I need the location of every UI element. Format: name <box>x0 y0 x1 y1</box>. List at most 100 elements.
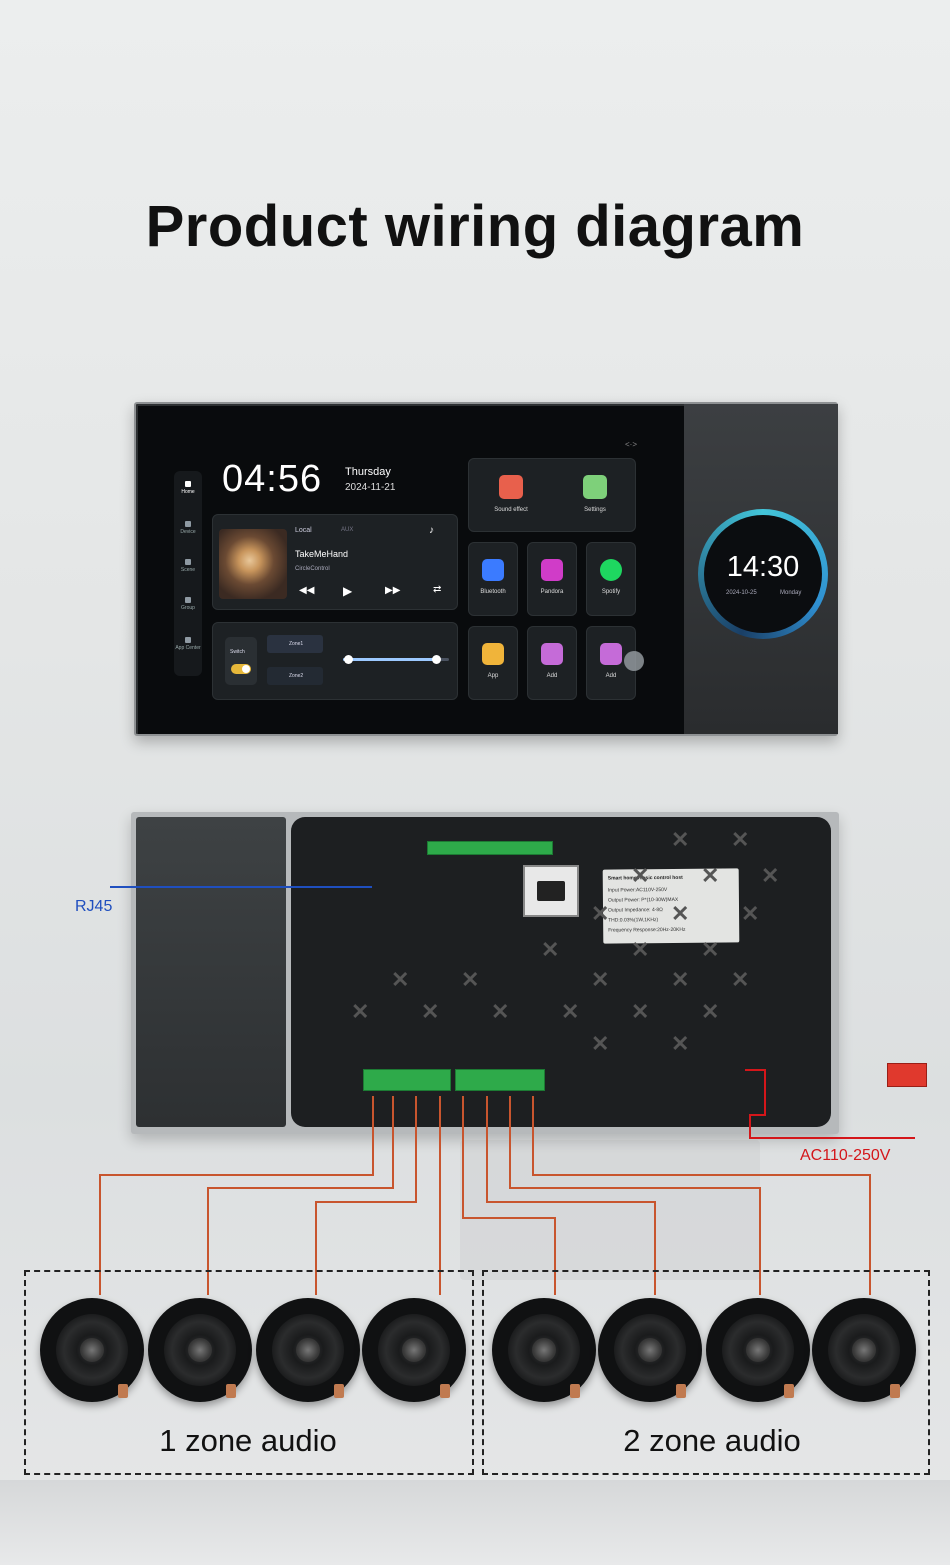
speaker <box>706 1298 810 1402</box>
nav-item-home[interactable]: Home <box>174 481 202 495</box>
vent-mark: ✕ <box>631 937 650 962</box>
vent-mark: ✕ <box>741 901 760 926</box>
rj45-label: RJ45 <box>75 898 113 915</box>
tile-spotify[interactable]: Spotify <box>586 542 636 616</box>
tile-label: Add <box>546 673 558 679</box>
app-center-icon <box>185 637 191 643</box>
rj45-port <box>523 865 579 917</box>
speaker-wire <box>99 1096 374 1295</box>
source-local[interactable]: Local <box>295 527 312 534</box>
zone1-terminal-block <box>363 1069 451 1091</box>
speaker-wire <box>532 1096 871 1295</box>
tile-pandora[interactable]: Pandora <box>527 542 577 616</box>
switch-label: Switch <box>230 649 245 655</box>
tile-label: Settings <box>584 507 606 513</box>
vent-mark: ✕ <box>671 967 690 992</box>
speaker <box>40 1298 144 1402</box>
song-title: TakeMeHand <box>295 549 349 559</box>
vent-mark: ✕ <box>701 863 720 888</box>
vent-mark: ✕ <box>671 1031 690 1056</box>
round-clock-display: 14:30 2024-10-25 Monday <box>698 509 828 639</box>
pandora-icon <box>541 559 563 581</box>
speaker <box>598 1298 702 1402</box>
add-icon <box>600 643 622 665</box>
back-panel: Smart home music control host Input Powe… <box>131 812 927 1134</box>
music-card[interactable]: Local AUX ♪ TakeMeHand CircleControl ◀◀ … <box>212 514 458 610</box>
nav-item-app-center[interactable]: App Center <box>174 637 202 651</box>
touch-screen: <·> Home Device Scene Group App Center 0… <box>138 406 684 734</box>
nav-item-device[interactable]: Device <box>174 521 202 535</box>
round-clock-date: 2024-10-25 <box>726 590 757 596</box>
screen-day: Thursday <box>345 466 391 478</box>
spotify-icon <box>600 559 622 581</box>
repeat-icon[interactable]: ⇄ <box>433 584 442 595</box>
previous-icon[interactable]: ◀◀ <box>299 585 315 596</box>
ac-line <box>745 1069 915 1139</box>
scene-icon <box>185 559 191 565</box>
tile-sound-effect[interactable]: Sound effect <box>469 459 553 533</box>
play-icon[interactable]: ▶ <box>343 584 353 598</box>
vent-mark: ✕ <box>591 967 610 992</box>
top-terminal-block <box>427 841 553 855</box>
speaker-wire <box>315 1096 417 1295</box>
vent-mark: ✕ <box>761 863 780 888</box>
front-panel: <·> Home Device Scene Group App Center 0… <box>134 402 838 736</box>
group-icon <box>185 597 191 603</box>
screen-date: 2024-11-21 <box>345 482 396 493</box>
switch-box[interactable]: Switch <box>225 637 257 685</box>
speaker-wire <box>207 1096 394 1295</box>
tile-label: Bluetooth <box>480 589 506 595</box>
vent-mark: ✕ <box>671 827 690 852</box>
sound-effect-icon <box>499 475 523 499</box>
vent-mark: ✕ <box>541 937 560 962</box>
floating-assist-button[interactable] <box>624 651 644 671</box>
diagram-title: Product wiring diagram <box>145 194 805 259</box>
vent-mark: ✕ <box>631 863 650 888</box>
tile-label: Pandora <box>540 589 564 595</box>
source-aux[interactable]: AUX <box>341 527 354 533</box>
switch-toggle[interactable] <box>231 664 251 674</box>
ac-power-label: AC110-250V <box>800 1147 891 1164</box>
round-clock-time: 14:30 <box>726 551 800 583</box>
power-terminal <box>887 1063 927 1087</box>
back-board: Smart home music control host Input Powe… <box>291 817 927 1127</box>
vent-mark: ✕ <box>421 999 440 1024</box>
speaker <box>362 1298 466 1402</box>
tile-label: Add <box>605 673 617 679</box>
vent-mark: ✕ <box>731 967 750 992</box>
tile-label: Spotify <box>601 589 621 595</box>
next-icon[interactable]: ▶▶ <box>385 585 401 596</box>
vent-mark: ✕ <box>561 999 580 1024</box>
tile-settings[interactable]: Settings <box>553 459 637 533</box>
vent-mark: ✕ <box>671 901 690 926</box>
volume-slider-knob[interactable] <box>432 655 441 664</box>
home-icon <box>185 481 191 487</box>
zone2-label: 2 zone audio <box>623 1423 801 1458</box>
tile-app[interactable]: App <box>468 626 518 700</box>
round-clock-day: Monday <box>780 590 802 596</box>
tile-label: Sound effect <box>494 507 528 513</box>
vent-mark: ✕ <box>701 999 720 1024</box>
background-floor <box>0 1480 950 1565</box>
screen-clock: 04:56 <box>222 458 323 500</box>
speaker-wire <box>509 1096 761 1295</box>
speaker-wire <box>486 1096 656 1295</box>
app-icon <box>482 643 504 665</box>
zone2-chip[interactable]: Zone2 <box>267 667 323 685</box>
speaker <box>256 1298 360 1402</box>
tile-group-top: Sound effect Settings <box>468 458 636 532</box>
nav-item-scene[interactable]: Scene <box>174 559 202 573</box>
nav-item-group[interactable]: Group <box>174 597 202 611</box>
tile-bluetooth[interactable]: Bluetooth <box>468 542 518 616</box>
vent-mark: ✕ <box>461 967 480 992</box>
tile-add-1[interactable]: Add <box>527 626 577 700</box>
speaker <box>492 1298 596 1402</box>
vent-mark: ✕ <box>591 901 610 926</box>
speaker <box>148 1298 252 1402</box>
music-note-icon: ♪ <box>429 525 434 536</box>
volume-slider-start <box>344 655 353 664</box>
side-panel: 14:30 2024-10-25 Monday <box>684 404 838 734</box>
zone1-chip[interactable]: Zone1 <box>267 635 323 653</box>
settings-icon <box>583 475 607 499</box>
